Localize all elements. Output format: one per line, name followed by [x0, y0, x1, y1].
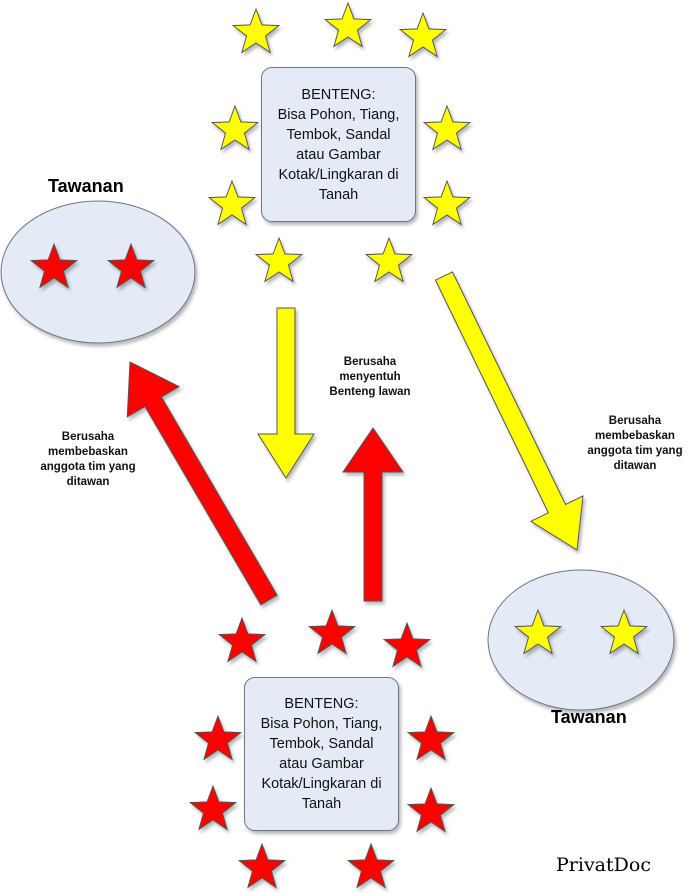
left-prison-captive-star-1	[29, 242, 79, 289]
red-arrow-up	[342, 427, 404, 602]
prison-left-label: Tawanan	[48, 176, 124, 196]
prison-right-label: Tawanan	[551, 707, 627, 727]
top-team-star-4	[210, 104, 260, 151]
bottom-team-star-8	[237, 842, 287, 889]
top-team-star-5	[422, 104, 472, 151]
bottom-team-star-7	[406, 786, 456, 833]
top-team-star-7	[422, 179, 472, 226]
right-prison-captive-star-1	[513, 608, 563, 655]
bottom-team-star-5	[406, 714, 456, 761]
top-team-star-1	[231, 7, 281, 54]
top-team-star-9	[364, 236, 414, 283]
left-arrow-note: Berusaha membebaskan anggota tim yang di…	[40, 431, 136, 488]
bottom-team-star-4	[193, 714, 243, 761]
prison-right-ellipse	[487, 569, 675, 711]
top-team-star-2	[323, 1, 373, 48]
bottom-team-fort-box: BENTENG: Bisa Pohon, Tiang, Tembok, Sand…	[244, 677, 399, 831]
prison-left-ellipse	[0, 200, 196, 344]
right-arrow-note: Berusaha membebaskan anggota tim yang di…	[587, 415, 683, 472]
top-team-star-8	[254, 236, 304, 283]
left-prison-captive-star-2	[106, 242, 156, 289]
bottom-team-star-9	[346, 842, 396, 889]
bottom-team-star-2	[307, 608, 357, 655]
middle-arrow-note: Berusaha menyentuh Benteng lawan	[329, 356, 411, 398]
bottom-team-star-6	[188, 784, 238, 831]
top-team-star-6	[207, 179, 257, 226]
top-team-star-3	[398, 11, 448, 58]
red-arrow-to-left-prison	[126, 361, 278, 606]
bottom-team-star-3	[382, 621, 432, 668]
yellow-arrow-down	[257, 307, 315, 479]
top-team-fort-box: BENTENG: Bisa Pohon, Tiang, Tembok, Sand…	[261, 67, 416, 222]
yellow-arrow-to-right-prison	[434, 271, 584, 551]
watermark: PrivatDoc	[556, 854, 651, 876]
bottom-team-star-1	[217, 616, 267, 663]
right-prison-captive-star-2	[599, 608, 649, 655]
